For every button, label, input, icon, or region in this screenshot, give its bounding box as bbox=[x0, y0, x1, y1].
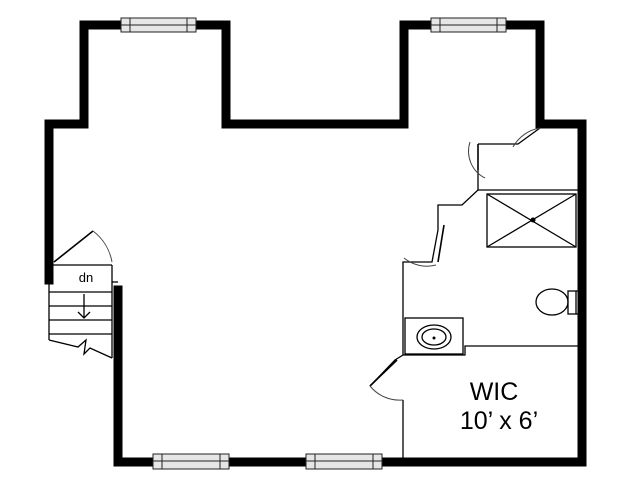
window-bottom-right bbox=[305, 453, 383, 470]
window-top-left bbox=[120, 17, 197, 33]
window-bottom-left bbox=[152, 453, 230, 470]
stairs: dn bbox=[48, 264, 118, 359]
window-top-right bbox=[430, 17, 507, 33]
shower bbox=[486, 193, 577, 248]
windows bbox=[120, 17, 507, 470]
bath-entry-door bbox=[468, 141, 486, 179]
closet-size: 10’ x 6’ bbox=[460, 407, 538, 435]
bath-step-wall bbox=[402, 170, 479, 348]
stair-arrow-head bbox=[77, 311, 91, 319]
vanity-sink bbox=[404, 317, 464, 355]
bath-angled-wall bbox=[478, 127, 541, 145]
closet-label: WIC 10’ x 6’ bbox=[460, 378, 538, 435]
stair-break-line bbox=[48, 338, 113, 359]
stair-door bbox=[53, 230, 113, 263]
closet-door bbox=[369, 359, 404, 401]
stairs-label: dn bbox=[79, 270, 93, 285]
shower-drain bbox=[530, 217, 536, 223]
bath-top-door-swing bbox=[512, 127, 541, 148]
exterior-walls bbox=[44, 20, 587, 467]
closet-name: WIC bbox=[470, 378, 519, 406]
bath-inner-door bbox=[403, 224, 445, 267]
toilet bbox=[535, 288, 578, 316]
closet-top-wall bbox=[403, 345, 582, 356]
left-upper-wall bbox=[44, 20, 587, 467]
